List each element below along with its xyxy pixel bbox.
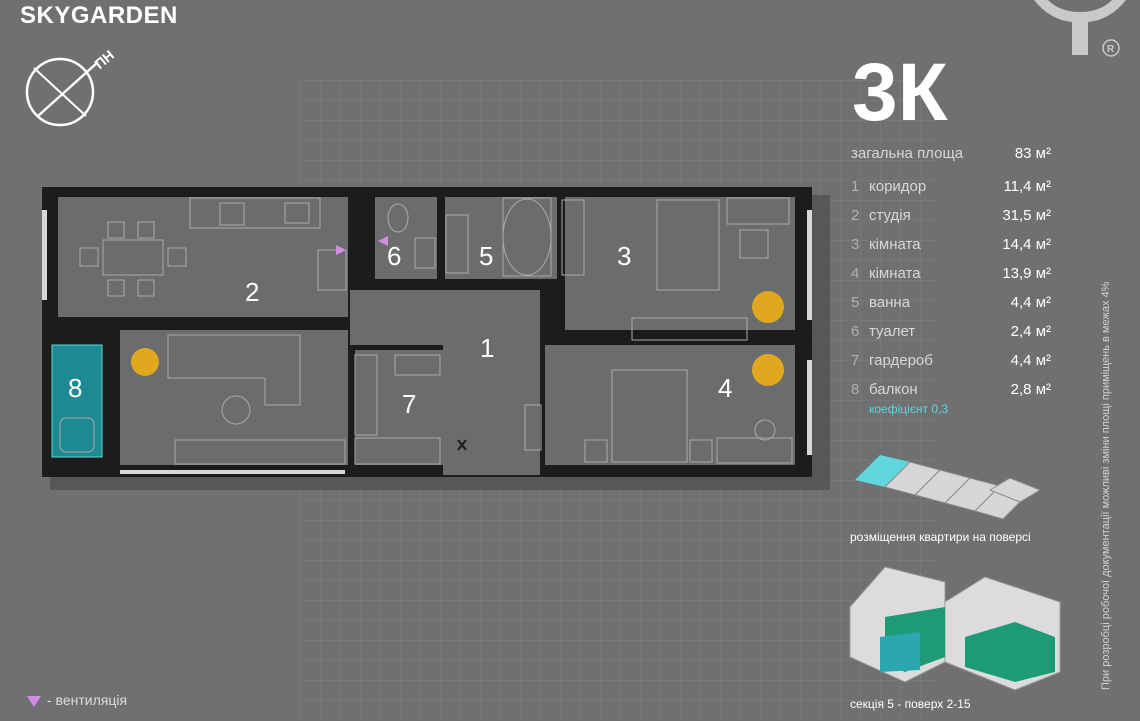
legend-label: - вентиляція xyxy=(47,692,128,708)
total-area: загальна площа 83 м² xyxy=(851,145,1051,162)
room-label-3: 3 xyxy=(617,241,631,271)
plant-icon xyxy=(752,354,784,386)
room-label-8: 8 xyxy=(68,373,82,403)
dining-table xyxy=(102,239,164,276)
compass-label: ПН xyxy=(91,47,117,72)
apartment-type: 3К xyxy=(852,47,948,138)
corridor-floor xyxy=(350,290,540,475)
room-2-floor xyxy=(58,197,348,317)
vent-icon xyxy=(378,236,388,246)
room-label-2: 2 xyxy=(245,277,259,307)
room-label-6: 6 xyxy=(387,241,401,271)
section-caption: секція 5 - поверх 2-15 xyxy=(850,697,971,711)
floor-caption: розміщення квартири на поверсі xyxy=(850,530,1031,544)
room-label-7: 7 xyxy=(402,389,416,419)
compass-icon: ПН xyxy=(25,47,117,127)
disclaimer: При розробці робочої документації можлив… xyxy=(1100,281,1112,690)
room-label-5: 5 xyxy=(479,241,493,271)
logo-icon: R xyxy=(1034,0,1126,57)
bed-room-3 xyxy=(656,199,720,291)
brand-name: SKYGARDEN xyxy=(20,2,178,29)
armchair xyxy=(59,417,95,453)
plant-icon xyxy=(752,291,784,323)
legend: - вентиляція xyxy=(27,692,127,708)
bed-room-4 xyxy=(611,369,688,463)
room-2-lower-floor xyxy=(120,330,348,465)
toilet xyxy=(387,203,409,233)
vent-legend-icon xyxy=(27,695,41,707)
floor-plan: 1 2 3 4 5 6 7 8 xyxy=(42,187,830,490)
room-label-4: 4 xyxy=(718,373,732,403)
total-area-label: загальна площа xyxy=(851,145,964,162)
room-label-1: 1 xyxy=(480,333,494,363)
svg-text:R: R xyxy=(1107,44,1115,55)
tv-symbol xyxy=(221,395,251,425)
floor-placement-diagram xyxy=(855,455,1042,520)
total-area-value: 83 м² xyxy=(1014,145,1051,162)
room-7-floor xyxy=(355,350,443,465)
vent-icon xyxy=(336,245,346,255)
room-5-floor xyxy=(445,197,557,279)
sofa xyxy=(167,334,301,406)
plant-icon xyxy=(131,348,159,376)
kitchen-counter xyxy=(189,197,321,229)
balcony-coefficient: коефіцієнт 0,3 xyxy=(869,402,949,416)
section-diagram xyxy=(849,566,1061,691)
